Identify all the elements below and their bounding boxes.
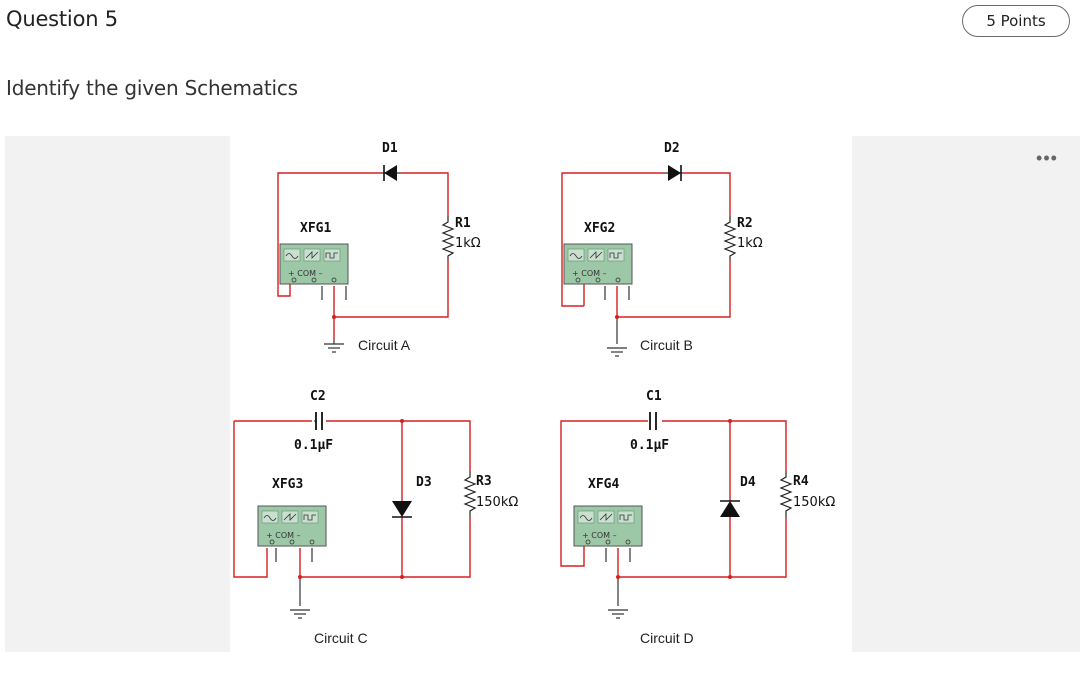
resistor-r1: [441, 216, 455, 260]
c2-label: C2: [310, 389, 326, 404]
capacitor-c1: [649, 412, 657, 430]
function-generator-xfg1: + COM –: [279, 243, 349, 285]
schematic-image: D1 R1 1kΩ + COM – XFG1 Circuit A D2: [230, 136, 852, 652]
diode-d4: [720, 500, 740, 517]
r1-value: 1kΩ: [455, 236, 481, 251]
r3-value: 150kΩ: [476, 495, 518, 510]
function-generator-xfg2: + COM –: [563, 243, 633, 285]
r3-label: R3: [476, 474, 492, 489]
image-panel-right: [852, 136, 1080, 652]
question-prompt: Identify the given Schematics: [6, 76, 298, 100]
d1-label: D1: [382, 141, 398, 156]
circuit-a: D1 R1 1kΩ + COM – XFG1 Circuit A: [277, 141, 481, 353]
resistor-r4: [779, 471, 793, 517]
r2-label: R2: [737, 216, 753, 231]
capacitor-c2: [314, 412, 323, 430]
xfg2-label: XFG2: [584, 221, 615, 236]
r4-value: 150kΩ: [793, 495, 835, 510]
circuit-b-caption: Circuit B: [640, 337, 693, 353]
xfg4-label: XFG4: [588, 477, 619, 492]
svg-text:+ COM –: + COM –: [572, 269, 607, 278]
diode-d3: [392, 501, 412, 518]
function-generator-xfg4: + COM –: [573, 505, 643, 547]
xfg1-label: XFG1: [300, 221, 331, 236]
d4-label: D4: [740, 475, 756, 490]
d3-label: D3: [416, 475, 432, 490]
r2-value: 1kΩ: [737, 236, 763, 251]
d2-label: D2: [664, 141, 680, 156]
r1-label: R1: [455, 216, 471, 231]
diode-d2: [664, 165, 684, 181]
circuit-a-caption: Circuit A: [358, 337, 411, 353]
resistor-r2: [723, 216, 737, 260]
circuit-d-caption: Circuit D: [640, 630, 694, 646]
svg-text:+ COM –: + COM –: [288, 269, 323, 278]
r4-label: R4: [793, 474, 809, 489]
function-generator-xfg3: + COM –: [257, 505, 327, 547]
circuit-c-caption: Circuit C: [314, 630, 368, 646]
diode-d1: [382, 165, 402, 181]
xfg3-label: XFG3: [272, 477, 303, 492]
circuit-b: D2 R2 1kΩ + COM – XFG2 Circuit B: [561, 141, 763, 357]
c2-value: 0.1μF: [294, 438, 333, 453]
points-badge: 5 Points: [962, 5, 1070, 37]
svg-text:+ COM –: + COM –: [582, 531, 617, 540]
image-panel-left: [5, 136, 230, 652]
c1-label: C1: [646, 389, 662, 404]
resistor-r3: [463, 471, 477, 517]
circuit-c: C2 0.1μF D3 R3 150kΩ + COM – XFG3 Circui…: [233, 389, 518, 646]
svg-text:+ COM –: + COM –: [266, 531, 301, 540]
more-options-icon[interactable]: •••: [1036, 148, 1058, 168]
question-title: Question 5: [6, 7, 118, 31]
circuit-d: C1 0.1μF D4 R4 150kΩ + COM – XFG4 Circui…: [560, 389, 835, 646]
c1-value: 0.1μF: [630, 438, 669, 453]
